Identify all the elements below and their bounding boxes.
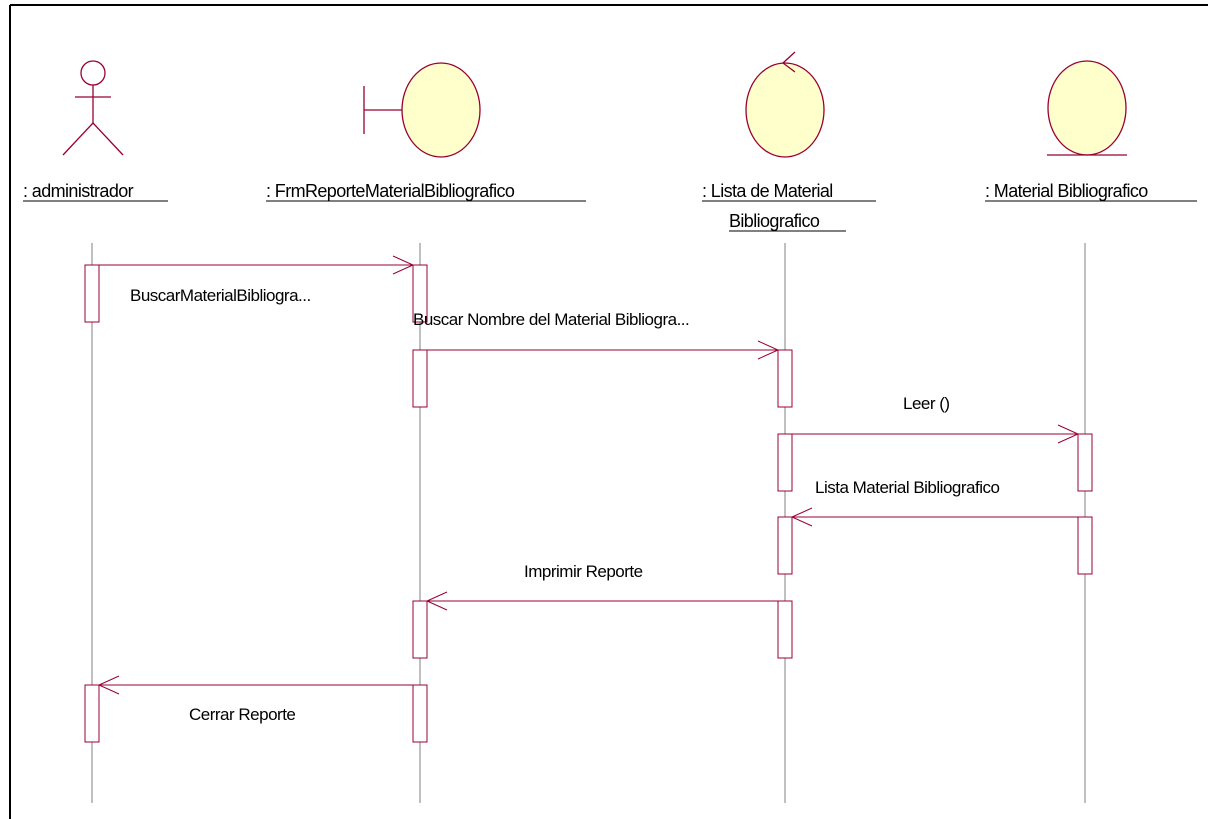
activation-box bbox=[412, 264, 428, 323]
activation-box bbox=[777, 433, 793, 492]
actor-icon bbox=[62, 60, 124, 156]
activation-box bbox=[412, 684, 428, 743]
activation-box bbox=[84, 684, 100, 743]
message-label: Leer () bbox=[903, 394, 950, 413]
control-icon bbox=[745, 51, 825, 158]
participant-label-administrador: : administrador bbox=[23, 181, 134, 201]
message-arrow bbox=[790, 507, 1078, 527]
entity-icon bbox=[1047, 60, 1127, 156]
message-arrow bbox=[427, 340, 780, 360]
message-arrow bbox=[792, 424, 1080, 444]
message-label: Lista Material Bibliografico bbox=[815, 478, 999, 497]
boundary-icon bbox=[363, 62, 481, 158]
activations bbox=[84, 264, 1093, 743]
message-arrow bbox=[99, 255, 415, 275]
activation-box bbox=[84, 264, 100, 323]
message-label: BuscarMaterialBibliogra... bbox=[130, 286, 311, 305]
participant-label-material: : Material Bibliografico bbox=[985, 181, 1148, 201]
activation-box bbox=[777, 516, 793, 575]
message-arrow bbox=[97, 675, 413, 695]
participant-label-lista-line2: Bibliografico bbox=[729, 211, 820, 231]
activation-box bbox=[777, 349, 793, 408]
message-label: Cerrar Reporte bbox=[189, 705, 295, 724]
activation-box bbox=[777, 600, 793, 659]
message-arrow bbox=[425, 591, 778, 611]
message-label: Buscar Nombre del Material Bibliogra... bbox=[413, 310, 689, 329]
participant-label-lista-line1: : Lista de Material bbox=[702, 181, 833, 201]
participant-label-frm: : FrmReporteMaterialBibliografico bbox=[266, 181, 515, 201]
activation-box bbox=[412, 600, 428, 659]
message-label: Imprimir Reporte bbox=[524, 562, 643, 581]
activation-box bbox=[412, 349, 428, 408]
activation-box bbox=[1077, 516, 1093, 575]
activation-box bbox=[1077, 433, 1093, 492]
